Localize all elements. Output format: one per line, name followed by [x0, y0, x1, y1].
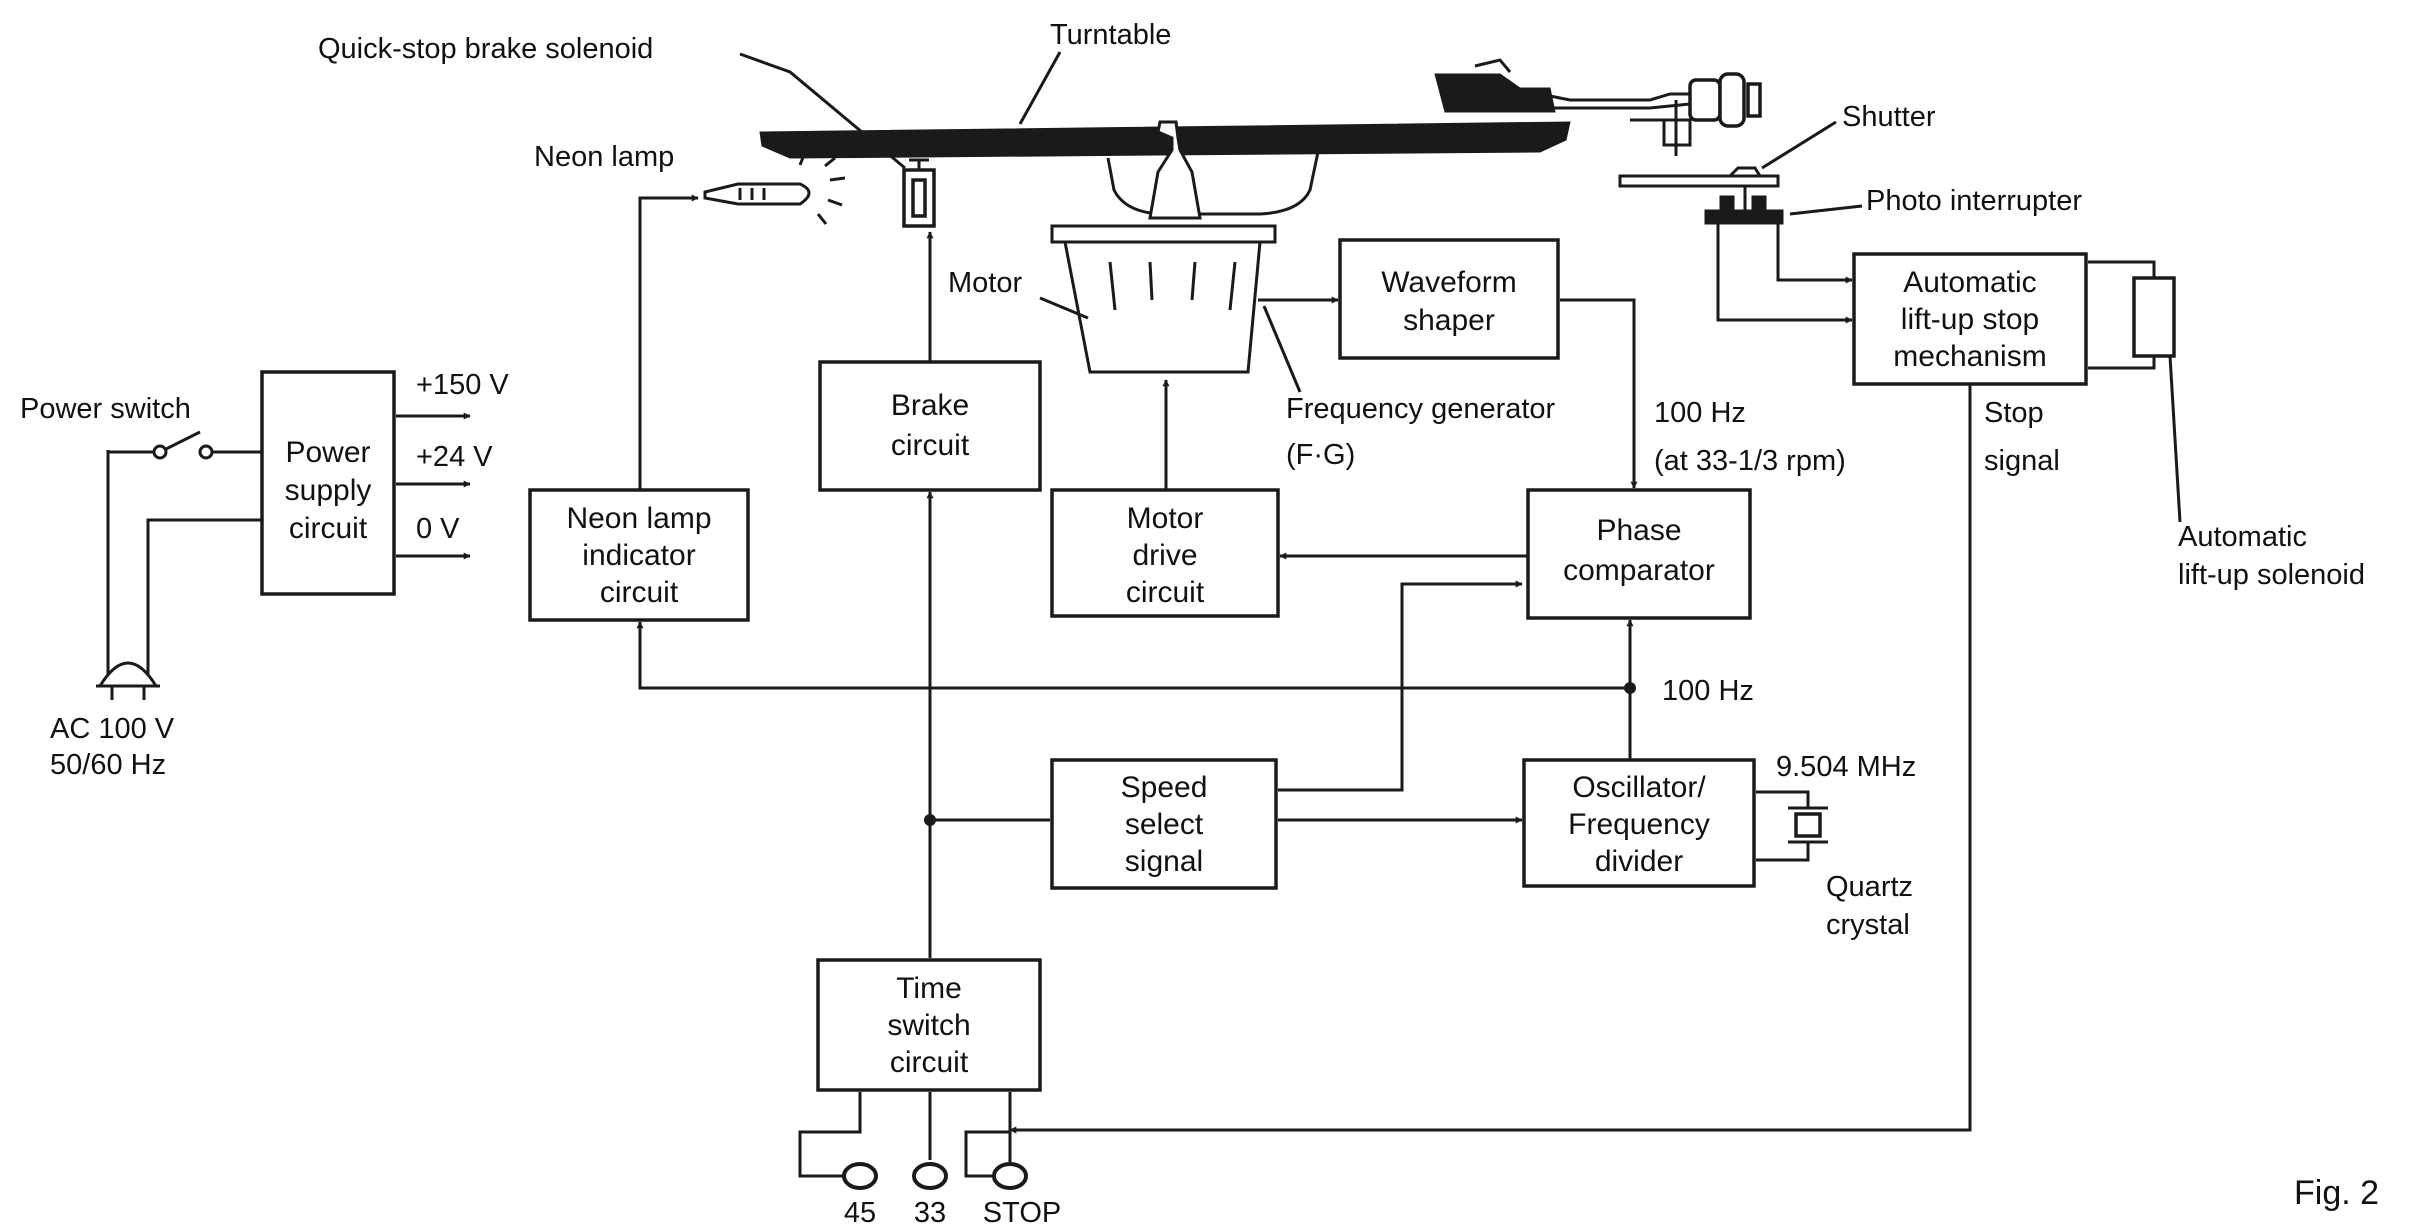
button-33-label: 33 [914, 1197, 946, 1229]
svg-text:Frequency: Frequency [1568, 808, 1710, 841]
svg-text:divider: divider [1595, 845, 1683, 878]
neon-indicator-block: Neon lamp indicator circuit [528, 488, 750, 622]
button-stop[interactable] [992, 1162, 1028, 1190]
motor-body [1050, 224, 1277, 374]
v0-label: 0 V [416, 513, 460, 545]
brake-solenoid [902, 158, 936, 228]
lift-up-solenoid-line2: lift-up solenoid [2178, 559, 2365, 591]
svg-text:drive: drive [1132, 539, 1197, 572]
figure-label: Fig. 2 [2294, 1174, 2379, 1212]
stop-signal-line1: Stop [1984, 397, 2044, 429]
fg-label-line2: (F·G) [1286, 439, 1355, 471]
svg-text:Phase: Phase [1596, 514, 1681, 547]
stop-signal-line2: signal [1984, 445, 2060, 477]
motor-label: Motor [948, 267, 1022, 299]
svg-text:Automatic: Automatic [1903, 266, 2036, 299]
shutter-assembly [1618, 166, 1780, 210]
tonearm [1434, 58, 1762, 156]
brake-solenoid-label: Quick-stop brake solenoid [318, 33, 653, 65]
v150-label: +150 V [416, 369, 509, 401]
power-switch-label: Power switch [20, 393, 191, 425]
svg-text:lift-up stop: lift-up stop [1901, 303, 2039, 336]
svg-text:circuit: circuit [1126, 576, 1205, 609]
svg-text:Speed: Speed [1121, 771, 1208, 804]
svg-text:circuit: circuit [891, 429, 970, 462]
v24-label: +24 V [416, 441, 493, 473]
svg-text:Power: Power [285, 436, 370, 469]
svg-text:Oscillator/: Oscillator/ [1572, 771, 1706, 804]
svg-text:indicator: indicator [582, 539, 695, 572]
power-supply-block: Power supply circuit [260, 370, 396, 596]
svg-text:Time: Time [896, 972, 962, 1005]
svg-text:supply: supply [285, 474, 372, 507]
ref-freq-label: 100 Hz [1662, 675, 1754, 707]
power-switch [106, 430, 262, 686]
waveform-shaper-block: Waveform shaper [1338, 238, 1560, 360]
oscillator-block: Oscillator/ Frequency divider [1522, 758, 1756, 888]
turntable-label: Turntable [1050, 19, 1171, 51]
speed-select-block: Speed select signal [1050, 758, 1278, 890]
ac-input-line1: AC 100 V [50, 713, 175, 745]
svg-text:signal: signal [1125, 845, 1203, 878]
svg-text:circuit: circuit [890, 1046, 969, 1079]
svg-text:mechanism: mechanism [1893, 340, 2046, 373]
neon-lamp-bulb [703, 154, 846, 225]
time-switch-block: Time switch circuit [816, 958, 1042, 1092]
neon-lamp-label: Neon lamp [534, 141, 674, 173]
connection-lines [396, 194, 2182, 1178]
photo-interrupter [1704, 195, 1784, 225]
quartz-line2: crystal [1826, 909, 1910, 941]
svg-text:select: select [1125, 808, 1204, 841]
auto-liftup-block: Automatic lift-up stop mechanism [1852, 252, 2088, 386]
crystal-freq-label: 9.504 MHz [1776, 751, 1916, 783]
fg-label-line1: Frequency generator [1286, 393, 1556, 425]
lift-up-solenoid [2132, 276, 2176, 358]
quartz-line1: Quartz [1826, 871, 1913, 903]
spindle [1148, 120, 1202, 220]
speed-buttons [842, 1162, 1028, 1190]
svg-text:circuit: circuit [289, 512, 368, 545]
shutter-label: Shutter [1842, 101, 1936, 133]
svg-text:shaper: shaper [1403, 304, 1495, 337]
ac-input-line2: 50/60 Hz [50, 749, 166, 781]
button-stop-label: STOP [983, 1197, 1061, 1229]
svg-text:Brake: Brake [891, 389, 969, 422]
svg-text:Waveform: Waveform [1381, 266, 1517, 299]
svg-text:circuit: circuit [600, 576, 679, 609]
button-45-label: 45 [844, 1197, 876, 1229]
turntable-platter [759, 121, 1571, 216]
labels: Turntable Quick-stop brake solenoid Neon… [20, 19, 2379, 1229]
junction-dots [924, 682, 1636, 826]
photo-interrupter-label: Photo interrupter [1866, 185, 2082, 217]
svg-text:Neon lamp: Neon lamp [566, 502, 711, 535]
brake-circuit-block: Brake circuit [818, 360, 1042, 492]
phase-comparator-block: Phase comparator [1526, 488, 1752, 620]
fg-freq-line2: (at 33-1/3 rpm) [1654, 445, 1846, 477]
svg-text:comparator: comparator [1563, 554, 1715, 587]
fg-freq-line1: 100 Hz [1654, 397, 1746, 429]
button-33[interactable] [912, 1162, 948, 1190]
lift-up-solenoid-line1: Automatic [2178, 521, 2307, 553]
ac-plug [96, 518, 262, 700]
svg-text:Motor: Motor [1127, 502, 1204, 535]
button-45[interactable] [842, 1162, 878, 1190]
svg-text:switch: switch [887, 1009, 970, 1042]
motor-drive-block: Motor drive circuit [1050, 488, 1280, 618]
